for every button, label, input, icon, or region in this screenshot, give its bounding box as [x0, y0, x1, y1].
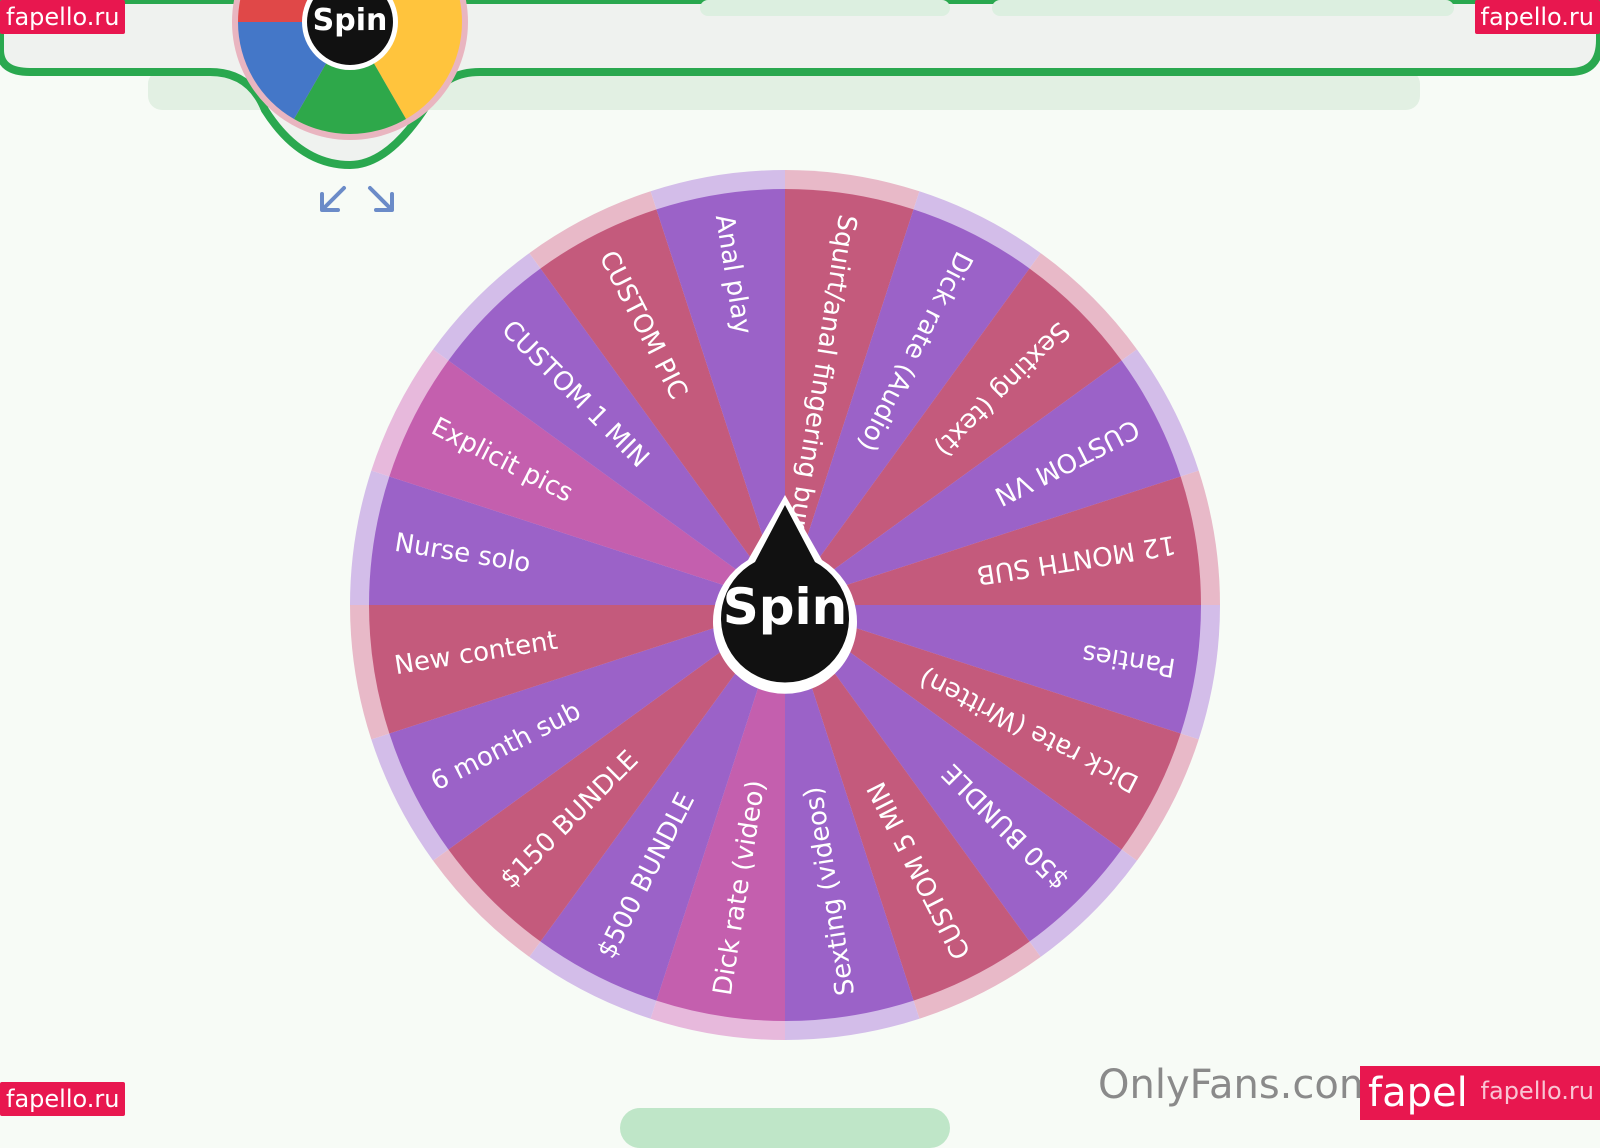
wheel-segment[interactable]: [785, 605, 1122, 942]
wheel-segment[interactable]: [656, 605, 785, 1021]
watermark-top-right: fapello.ru: [1474, 0, 1600, 34]
header-shadow-strip: [148, 70, 1420, 110]
spin-label: Spin: [723, 578, 848, 636]
mini-wheel-logo[interactable]: [232, 0, 468, 140]
wheel-segment[interactable]: [785, 476, 1201, 605]
wheel-segment[interactable]: [785, 605, 1201, 734]
mini-wheel-hub: [307, 0, 393, 65]
expand-icon[interactable]: [318, 184, 396, 220]
watermark-bottom-right-small: fapello.ru: [1480, 1077, 1594, 1105]
watermark-top-left: fapello.ru: [0, 0, 126, 34]
wheel-segment[interactable]: [369, 605, 785, 734]
wheel-segment[interactable]: [785, 209, 1030, 606]
wheel-segment[interactable]: [785, 360, 1181, 605]
wheel-segment[interactable]: [540, 605, 785, 1001]
watermark-bottom-right: fapel fapello.ru: [1360, 1066, 1600, 1120]
header-bar: Spin: [0, 0, 1600, 170]
wheel-segment[interactable]: [369, 476, 785, 605]
onlyfans-watermark: OnlyFans.com: [1098, 1062, 1378, 1108]
wheel-segment[interactable]: [389, 605, 785, 850]
wheel-segment[interactable]: [785, 605, 1030, 1001]
bottom-button[interactable]: [620, 1108, 950, 1148]
wheel-segment[interactable]: [448, 268, 785, 605]
wheel-segment[interactable]: [785, 605, 914, 1021]
wheel-segment[interactable]: [785, 605, 1181, 850]
mini-wheel-segment: [294, 22, 406, 135]
header-tab-2[interactable]: [992, 0, 1454, 16]
mini-spin-label: Spin: [313, 3, 388, 38]
wheel-segment[interactable]: [785, 268, 1122, 605]
wheel-segment[interactable]: [540, 209, 785, 606]
spin-button[interactable]: Spin: [713, 495, 858, 694]
header-tab-1[interactable]: [700, 0, 950, 16]
wheel-segment[interactable]: [785, 189, 914, 605]
wheel-segment[interactable]: [389, 360, 785, 605]
watermark-bottom-left: fapello.ru: [0, 1082, 126, 1116]
wheel-segment[interactable]: [448, 605, 785, 942]
wheel-segment[interactable]: [656, 189, 785, 605]
watermark-bottom-right-big: fapel: [1368, 1070, 1468, 1116]
